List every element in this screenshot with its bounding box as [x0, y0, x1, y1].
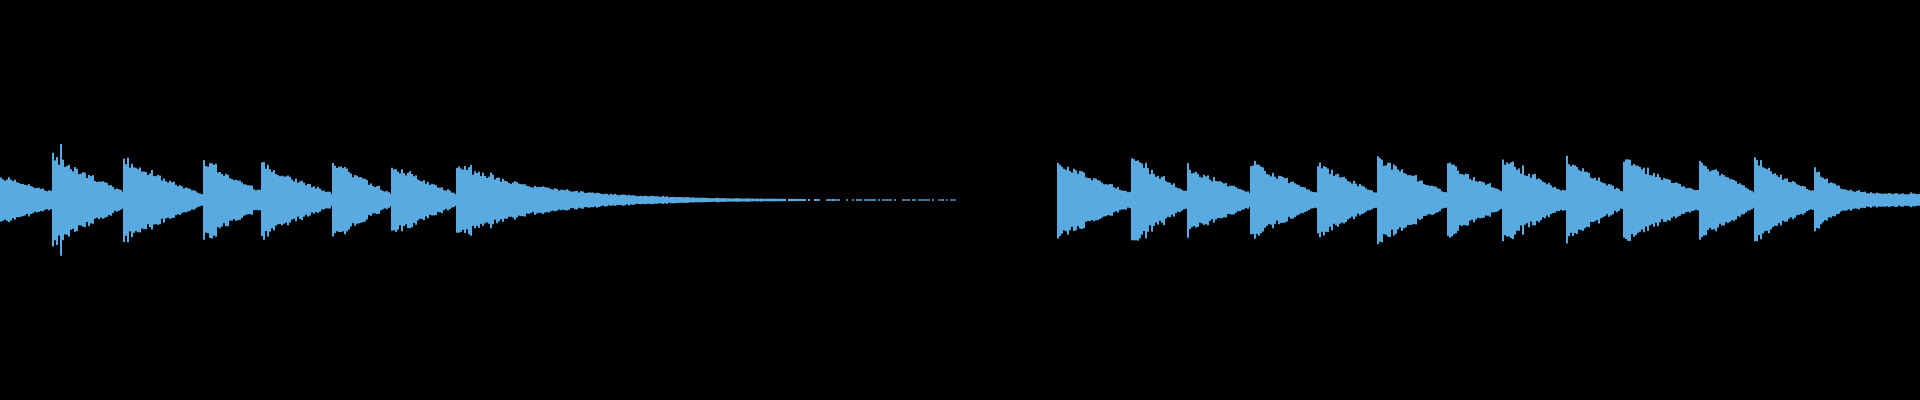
waveform-group-1	[0, 144, 956, 256]
waveform-bars	[0, 144, 1920, 256]
waveform-group-2	[1057, 155, 1920, 245]
